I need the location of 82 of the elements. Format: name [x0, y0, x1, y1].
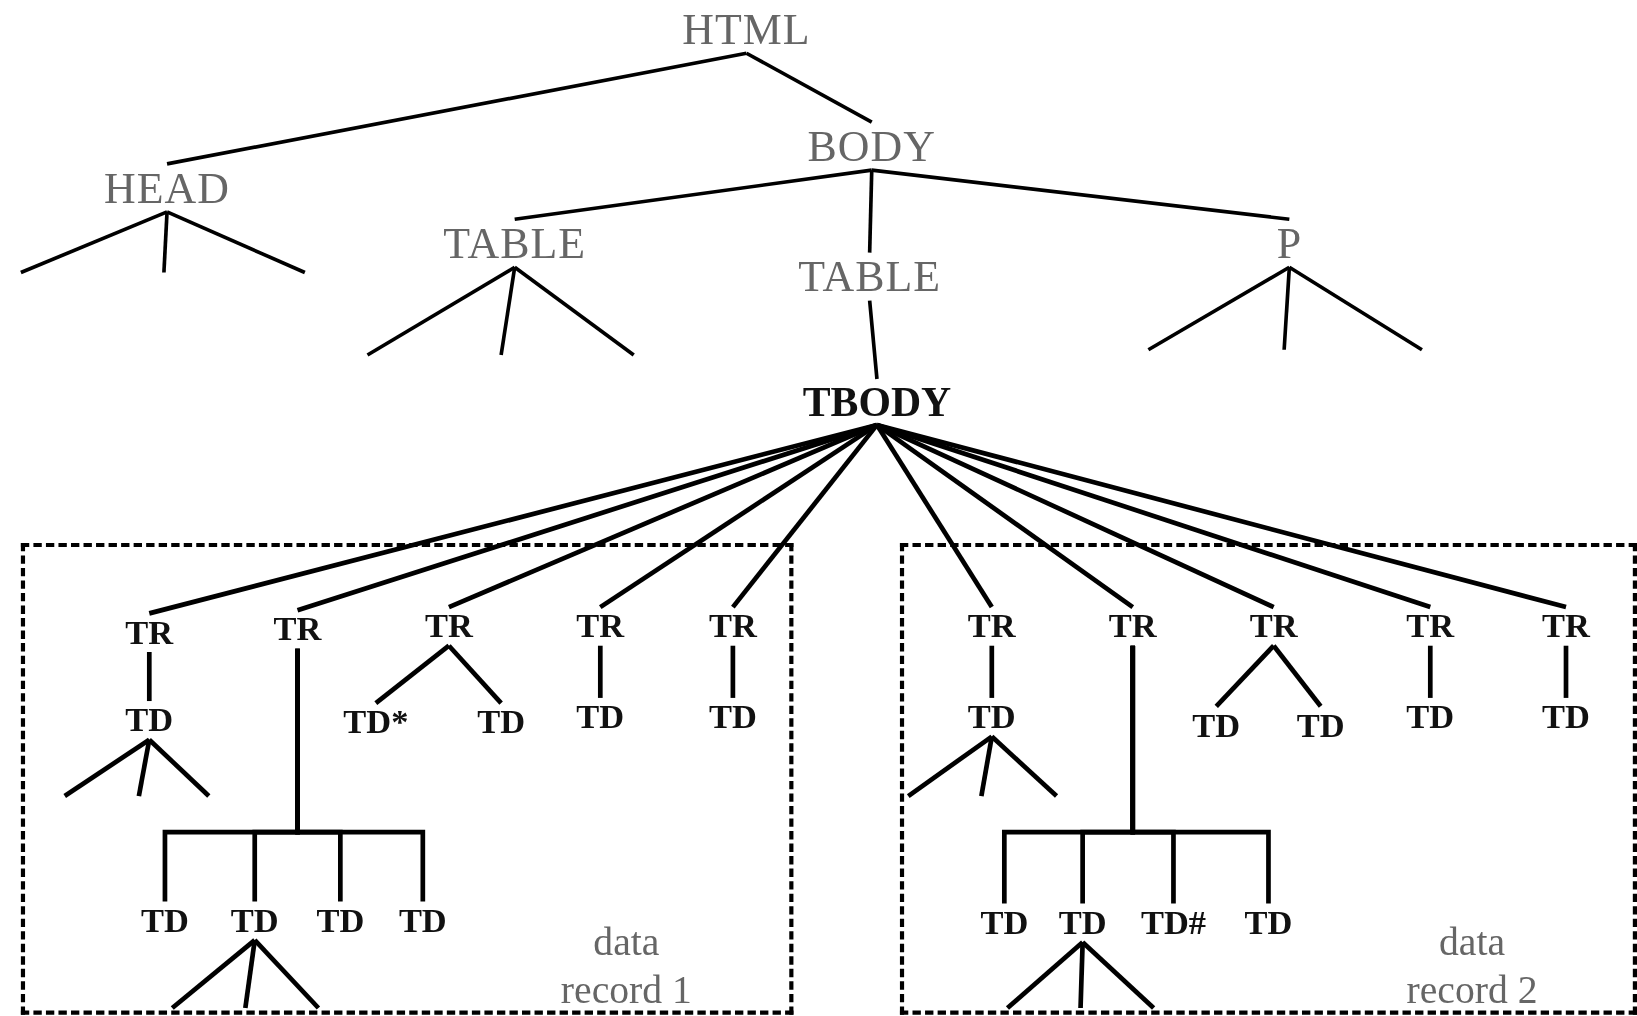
branch-line — [366, 265, 516, 357]
tag-label: TR — [425, 609, 473, 644]
branch-line — [513, 265, 635, 357]
tag-label: HEAD — [104, 166, 230, 210]
tree-edge — [374, 643, 451, 705]
branch-line — [990, 734, 1059, 798]
bracket-edge — [295, 648, 426, 902]
tree-edge — [871, 168, 1290, 222]
bracket-edge — [1130, 645, 1271, 904]
tag-label: TABLE — [798, 254, 942, 299]
branch-line — [147, 737, 211, 798]
tree-edge — [146, 652, 152, 702]
tree-edge — [296, 422, 878, 613]
tag-label: TD — [316, 903, 365, 939]
dashed-group-box — [20, 542, 794, 1015]
branch-line — [499, 267, 517, 356]
group-caption: data record 2 — [1405, 918, 1539, 1014]
branch-line — [162, 211, 169, 273]
group-caption: data record 1 — [559, 918, 693, 1014]
branch-line — [170, 938, 257, 1010]
tag-label: BODY — [807, 124, 936, 169]
tree-edge — [1563, 645, 1569, 698]
tree-edge — [1271, 644, 1323, 708]
tag-label: TD — [1058, 905, 1107, 941]
branch-line — [20, 210, 168, 275]
branch-line — [1147, 265, 1291, 352]
branch-line — [1288, 265, 1423, 352]
tree-edge — [166, 51, 747, 166]
tag-label: TD — [1192, 708, 1241, 743]
tag-label: TD — [576, 700, 625, 735]
tree-edge — [867, 300, 879, 380]
tag-label: TD — [1296, 708, 1345, 743]
branch-line — [1005, 940, 1085, 1010]
tag-label: TD# — [1140, 905, 1206, 941]
tag-label: TD* — [343, 705, 409, 740]
tag-label: TR — [125, 615, 174, 650]
tree-edge — [867, 170, 874, 253]
tag-label: TD — [1542, 700, 1590, 735]
tag-label: TD — [980, 905, 1029, 941]
tag-label: TD — [967, 700, 1016, 735]
tag-label: TABLE — [443, 221, 587, 266]
branch-line — [906, 734, 994, 798]
tag-label: TR — [708, 609, 757, 644]
branch-line — [136, 739, 152, 797]
tag-label: TR — [1108, 609, 1157, 644]
tag-label: TBODY — [802, 381, 952, 423]
tag-label: TD — [708, 700, 757, 735]
branch-line — [253, 938, 321, 1010]
branch-line — [1081, 940, 1156, 1010]
branch-line — [979, 736, 995, 797]
tag-label: TR — [967, 609, 1016, 644]
branch-line — [1078, 942, 1085, 1009]
tree-edge — [745, 51, 873, 124]
tag-label: TD — [477, 705, 526, 740]
tree-edge — [989, 645, 995, 698]
tree-edge — [1427, 645, 1433, 698]
tag-label: TD — [230, 903, 279, 939]
tag-label: TR — [1249, 609, 1298, 644]
tree-edge — [1214, 644, 1276, 708]
tree-edge — [447, 644, 503, 705]
tag-label: TD — [1244, 905, 1293, 941]
tree-edge — [448, 422, 878, 610]
tag-label: TR — [576, 609, 625, 644]
tag-label: TD — [398, 903, 447, 939]
tag-label: P — [1276, 221, 1303, 266]
tag-label: TR — [1406, 609, 1455, 644]
tree-edge — [730, 645, 736, 698]
branch-line — [63, 737, 151, 798]
tag-label: TD — [125, 703, 174, 738]
tree-edge — [599, 422, 879, 610]
tag-label: TR — [273, 612, 322, 647]
tree-edge — [514, 168, 872, 222]
tree-edge — [597, 645, 603, 698]
tag-label: HTML — [682, 7, 811, 52]
branch-line — [166, 210, 306, 275]
tag-label: TR — [1542, 609, 1590, 644]
branch-line — [243, 939, 258, 1009]
branch-line — [1282, 267, 1292, 350]
tag-label: TD — [1406, 700, 1455, 735]
tree-edge — [876, 422, 1567, 610]
tag-label: TD — [141, 903, 189, 939]
dashed-group-box — [899, 542, 1637, 1015]
